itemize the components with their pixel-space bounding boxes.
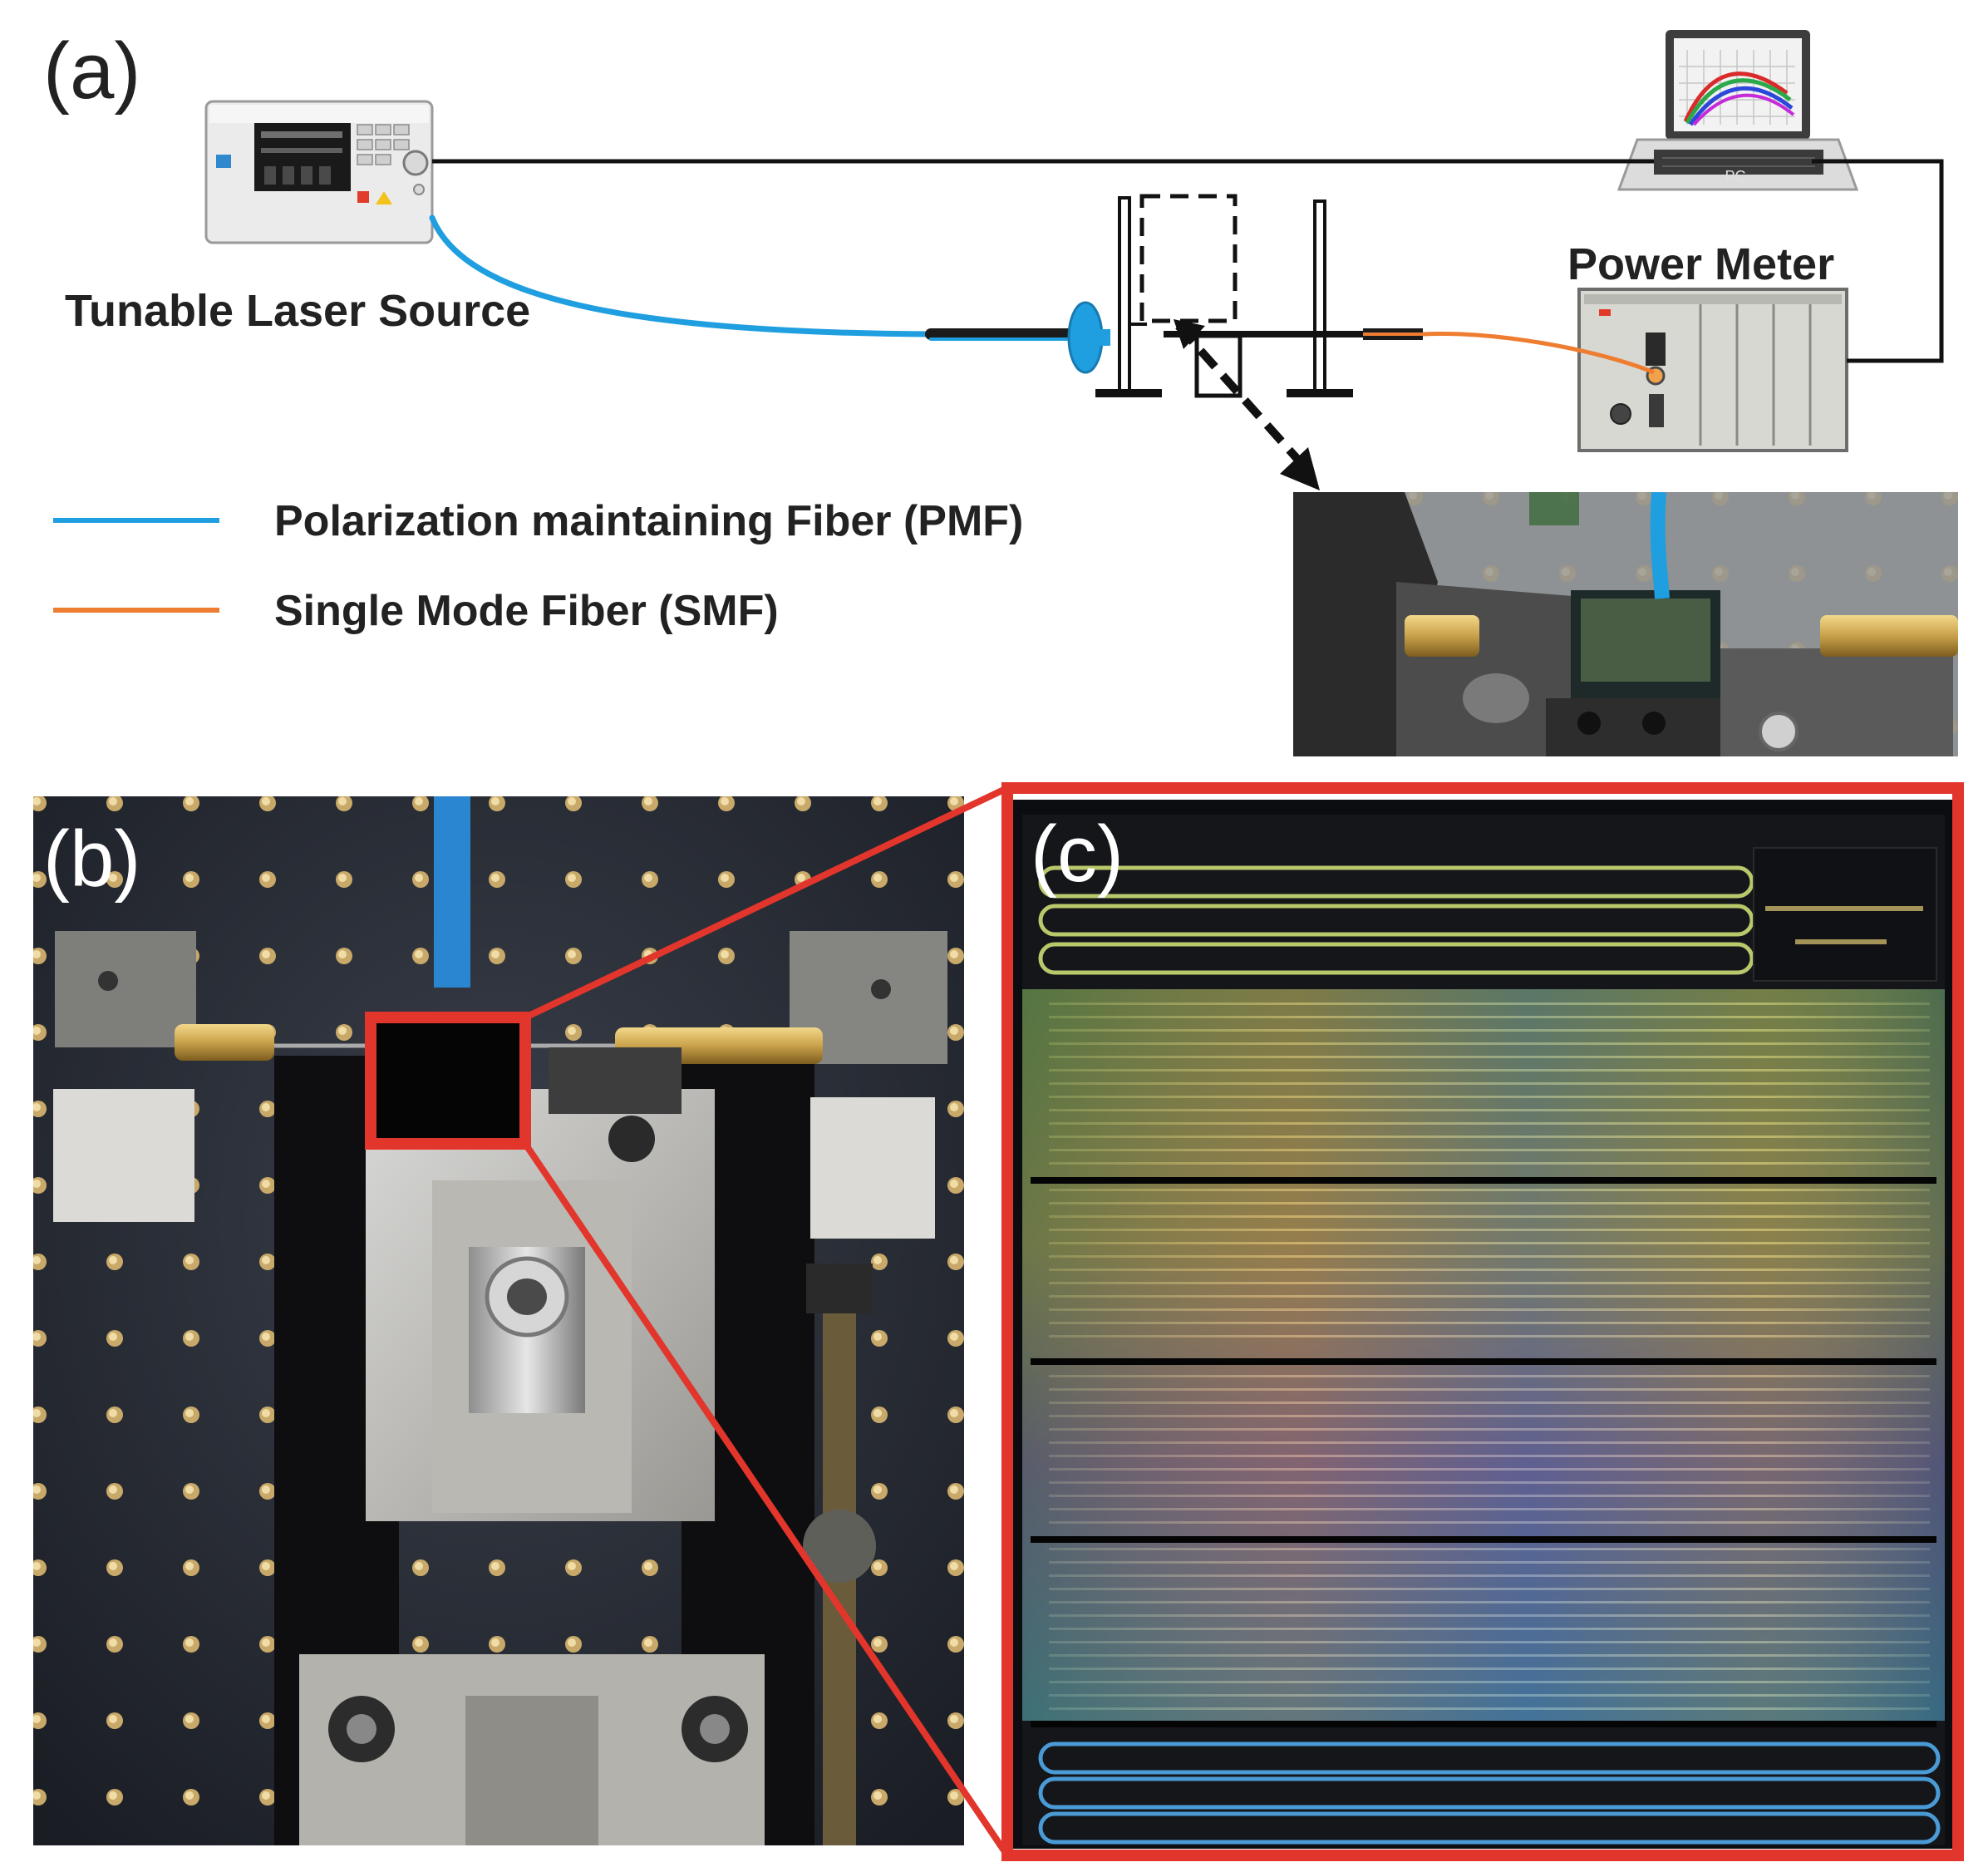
fiber-stage-left [1095,196,1162,397]
panel-b-photo: (b) [33,796,964,1845]
legend-label-smf: Single Mode Fiber (SMF) [274,587,779,635]
pc-laptop-icon: PC [1616,30,1859,191]
panel-label-a: (a) [43,27,140,116]
pmf-fiber [429,214,1110,374]
legend-label-pmf: Polarization maintaining Fiber (PMF) [274,497,1023,545]
panel-label-c: (c) [1031,810,1124,899]
chip-holder [1164,331,1363,398]
panel-c-photo: (c) [1007,800,1955,1849]
signal-cables [432,159,1944,363]
chip-highlight-box [365,1012,531,1150]
power-meter-label: Power Meter [1567,239,1834,289]
chip-zoom-region [1139,194,1238,323]
inset-photo [1293,492,1958,756]
power-meter-icon [1577,288,1848,452]
laser-source-label: Tunable Laser Source [65,286,530,336]
panel-a: (a) [43,27,1958,756]
pc-label: PC [1725,168,1745,185]
smf-fiber [1363,328,1655,375]
fiber-stage-right [1287,200,1353,397]
zoom-arrow-icon [1174,319,1320,490]
tunable-laser-source-icon [204,100,434,244]
panel-label-b: (b) [43,815,140,904]
zoom-connector-lines [522,785,1011,1858]
chip-zoom-frame [1001,782,1964,1861]
legend: Polarization maintaining Fiber (PMF) Sin… [53,497,1023,635]
